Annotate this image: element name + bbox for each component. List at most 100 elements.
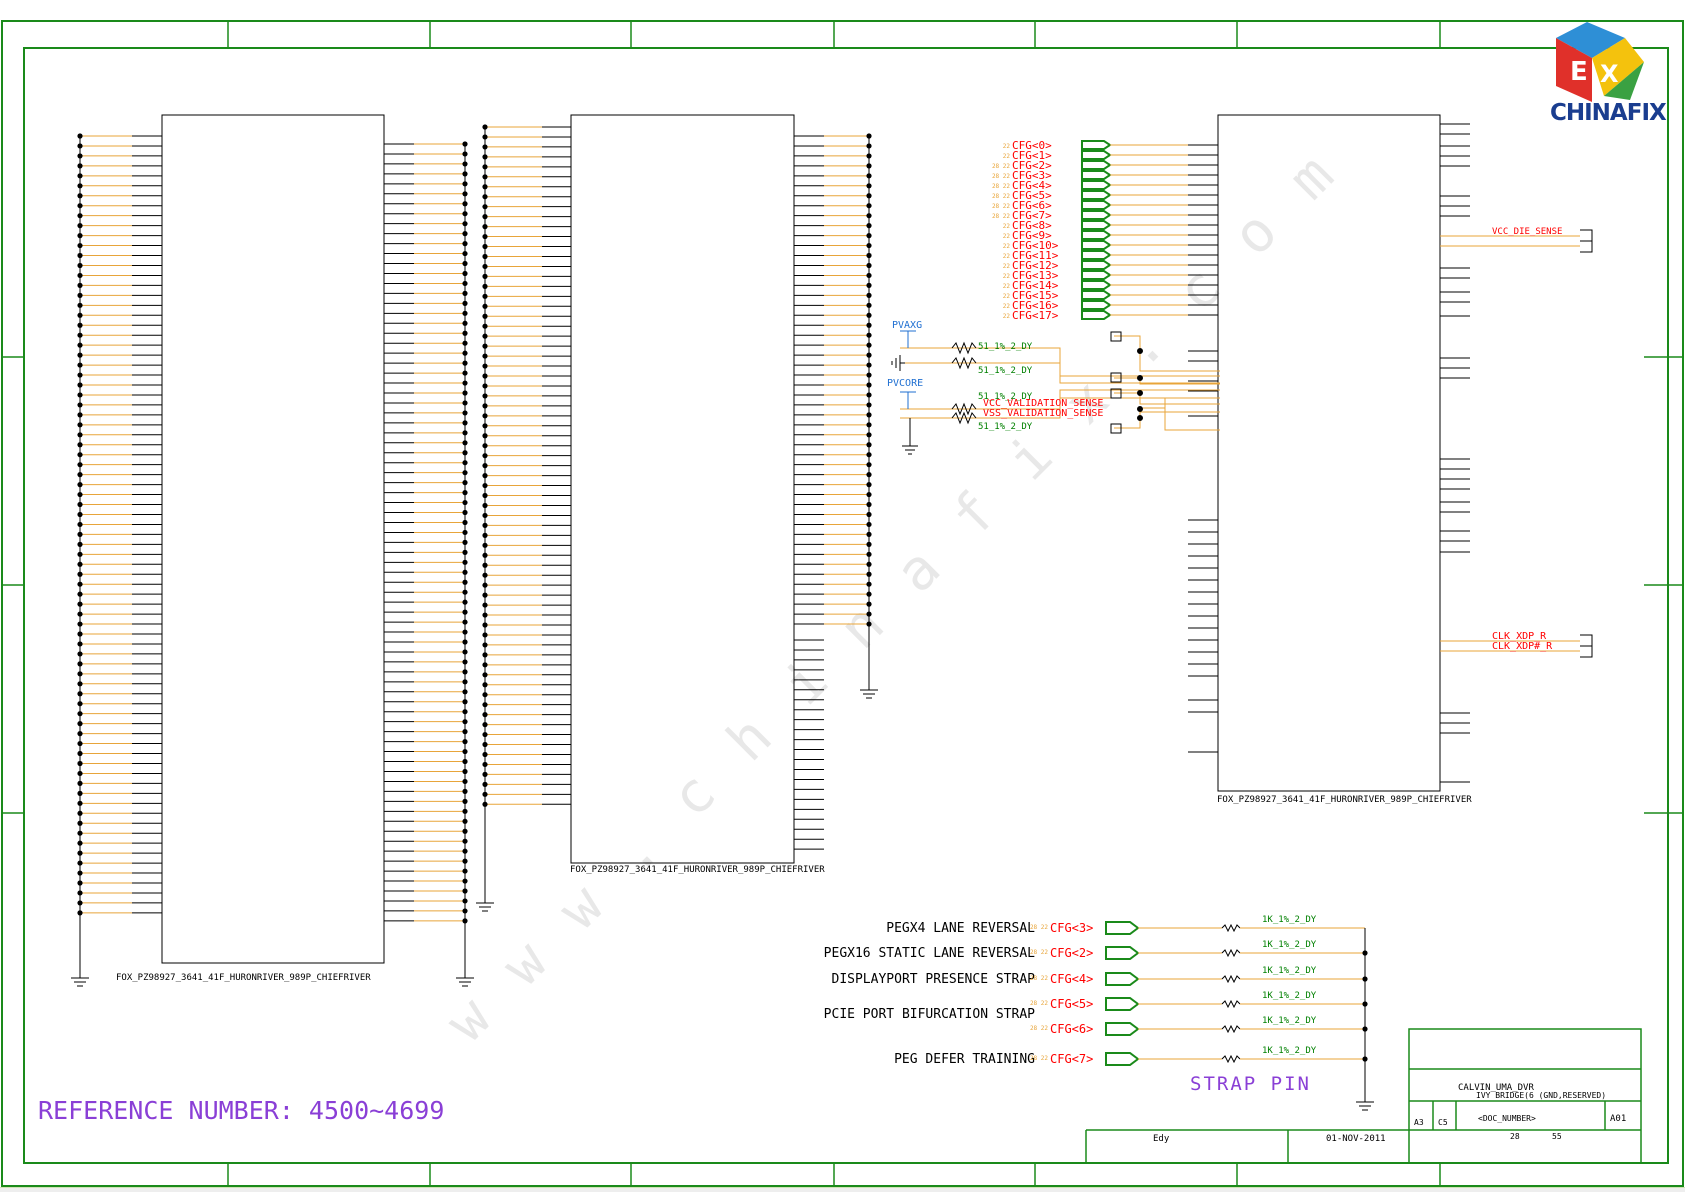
cfg-net-label: CFG<7> [1012, 209, 1052, 222]
resistor-label-2: 51_1%_2_DY [978, 366, 1033, 376]
cfg-page-ref: 22 [1003, 153, 1011, 160]
net-clk-xdp-n-r: CLK_XDP#_R [1492, 641, 1553, 652]
ic-symbol-left [71, 114, 474, 987]
net-vcc-validation-sense: VCC_VALIDATION_SENSE [983, 398, 1103, 409]
cfg-page-ref: 28 22 [992, 193, 1010, 200]
strap-net-label: CFG<3> [1050, 921, 1093, 935]
cfg-net-label: CFG<1> [1012, 149, 1052, 162]
cfg-page-ref: 28 22 [992, 183, 1010, 190]
cfg-net-label: CFG<8> [1012, 219, 1052, 232]
ic-symbol-middle [476, 114, 878, 912]
resistor-label-1: 51_1%_2_DY [978, 342, 1033, 352]
cfg-net-label: CFG<2> [1012, 159, 1052, 172]
strap-resistor-label: 1K_1%_2_DY [1262, 915, 1317, 925]
cfg-page-ref: 22 [1003, 283, 1011, 290]
strap-page-ref: 28 22 [1030, 975, 1048, 982]
strap-page-ref: 28 22 [1030, 949, 1048, 956]
title-sheets: 55 [1552, 1132, 1562, 1141]
strap-page-ref: 28 22 [1030, 1000, 1048, 1007]
strap-description: PEGX16 STATIC LANE REVERSAL [824, 946, 1035, 961]
cfg-net-label: CFG<17> [1012, 309, 1059, 322]
resistor-label-3: 51_1%_2_DY [978, 392, 1033, 402]
cfg-page-ref: 22 [1003, 243, 1011, 250]
strap-resistor-label: 1K_1%_2_DY [1262, 1046, 1317, 1056]
cfg-net-label: CFG<15> [1012, 289, 1059, 302]
cfg-net-label: CFG<14> [1012, 279, 1059, 292]
validation-sense-network [891, 330, 1220, 455]
cfg-net-label: CFG<9> [1012, 229, 1052, 242]
strap-page-ref: 28 22 [1030, 1055, 1048, 1062]
cfg-page-ref: 28 22 [992, 203, 1010, 210]
rail-pvaxg: PVAXG [892, 320, 922, 331]
cfg-page-ref: 22 [1003, 143, 1011, 150]
cfg-page-ref: 22 [1003, 223, 1011, 230]
cfg-page-ref: 28 22 [992, 173, 1010, 180]
cfg-page-ref: 28 22 [992, 163, 1010, 170]
cfg-net-label: CFG<16> [1012, 299, 1059, 312]
window-bottom-strip [0, 1187, 1685, 1192]
svg-text:X: X [1600, 60, 1619, 88]
drawing-frame [1, 20, 1684, 1187]
part-ref-right: FOX_PZ98927_3641_41F_HURONRIVER_989P_CHI… [1217, 795, 1472, 805]
strap-description: DISPLAYPORT PRESENCE STRAP [832, 972, 1036, 987]
svg-text:E: E [1570, 57, 1588, 87]
ic-symbol-right [1188, 114, 1470, 792]
cfg-net-label: CFG<3> [1012, 169, 1052, 182]
strap-net-label: CFG<6> [1050, 1022, 1093, 1036]
strap-page-ref: 28 22 [1030, 924, 1048, 931]
cfg-page-ref: 22 [1003, 303, 1011, 310]
strap-resistor-label: 1K_1%_2_DY [1262, 940, 1317, 950]
cfg-page-ref: 28 22 [992, 213, 1010, 220]
title-line-2: IVY BRIDGE(6 (GND,RESERVED) [1476, 1091, 1606, 1100]
strap-net-label: CFG<7> [1050, 1052, 1093, 1066]
title-size: A3 [1414, 1118, 1424, 1127]
cfg-page-ref: 22 [1003, 293, 1011, 300]
cfg-page-ref: 22 [1003, 233, 1011, 240]
title-code: C5 [1438, 1118, 1448, 1127]
net-clk-xdp-r: CLK_XDP_R [1492, 631, 1547, 642]
title-doc-number: <DOC_NUMBER> [1478, 1114, 1536, 1123]
strap-net-label: CFG<5> [1050, 997, 1093, 1011]
net-vcc-die-sense: VCC_DIE_SENSE [1492, 227, 1562, 237]
cfg-page-ref: 22 [1003, 263, 1011, 270]
resistor-label-4: 51_1%_2_DY [978, 422, 1033, 432]
cfg-net-label: CFG<0> [1012, 139, 1052, 152]
cfg-page-ref: 22 [1003, 253, 1011, 260]
zone-markers [2, 21, 1683, 1186]
title-sheet: 28 [1510, 1132, 1520, 1141]
right-side-net-ports [1440, 229, 1593, 658]
part-ref-left: FOX_PZ98927_3641_41F_HURONRIVER_989P_CHI… [116, 973, 371, 983]
cfg-net-label: CFG<13> [1012, 269, 1059, 282]
strap-net-label: CFG<2> [1050, 946, 1093, 960]
strap-resistor-label: 1K_1%_2_DY [1262, 1016, 1317, 1026]
strap-resistor-label: 1K_1%_2_DY [1262, 991, 1317, 1001]
strap-net-label: CFG<4> [1050, 972, 1093, 986]
rail-pvcore: PVCORE [887, 378, 923, 389]
cfg-net-label: CFG<5> [1012, 189, 1052, 202]
cfg-net-label: CFG<11> [1012, 249, 1059, 262]
net-vss-validation-sense: VSS_VALIDATION_SENSE [983, 408, 1103, 419]
cfg-net-label: CFG<12> [1012, 259, 1059, 272]
strap-title: STRAP PIN [1190, 1073, 1311, 1095]
chinafix-logo: E X CHINAFIX [1550, 22, 1668, 126]
title-date: 01-NOV-2011 [1326, 1134, 1386, 1144]
strap-page-ref: 28 22 [1030, 1025, 1048, 1032]
cfg-page-ref: 22 [1003, 273, 1011, 280]
strap-description: PEGX4 LANE REVERSAL [886, 921, 1035, 936]
cfg-net-label: CFG<4> [1012, 179, 1052, 192]
strap-description: PCIE PORT BIFURCATION STRAP [824, 1007, 1035, 1022]
title-rev: A01 [1610, 1114, 1626, 1124]
cfg-net-label: CFG<6> [1012, 199, 1052, 212]
cfg-net-label: CFG<10> [1012, 239, 1059, 252]
part-ref-middle: FOX_PZ98927_3641_41F_HURONRIVER_989P_CHI… [570, 865, 825, 875]
svg-text:CHINAFIX: CHINAFIX [1550, 100, 1667, 126]
strap-resistor-label: 1K_1%_2_DY [1262, 966, 1317, 976]
title-drawn: Edy [1153, 1134, 1170, 1144]
title-line-1: CALVIN_UMA_DVR [1458, 1083, 1534, 1093]
reference-number: REFERENCE NUMBER: 4500~4699 [38, 1096, 444, 1125]
title-block [1085, 1028, 1642, 1164]
cfg-page-ref: 22 [1003, 313, 1011, 320]
strap-description: PEG DEFER TRAINING [894, 1052, 1035, 1067]
